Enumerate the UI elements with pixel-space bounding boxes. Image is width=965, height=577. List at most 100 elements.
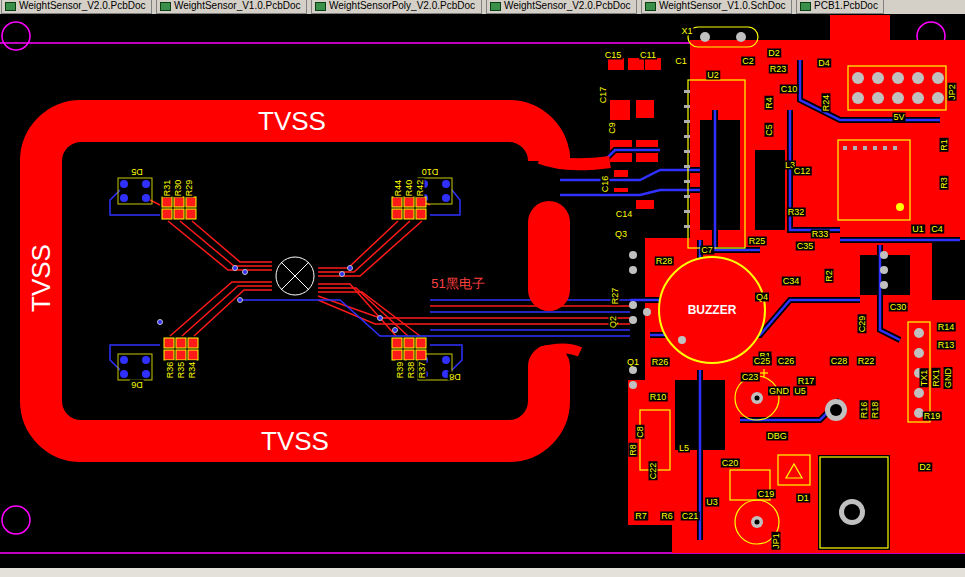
part-designator: C23 (741, 373, 760, 382)
pad (852, 92, 864, 104)
part-designator: JP2 (948, 83, 957, 101)
pad (162, 197, 172, 207)
pad (404, 197, 414, 207)
part-designator: JP1 (772, 532, 781, 550)
part-designator: Q2 (609, 315, 618, 329)
clearance (840, 237, 960, 243)
part-designator: R44 (394, 179, 403, 198)
clearance (560, 190, 700, 195)
origin-marker (281, 262, 309, 290)
pin (684, 90, 690, 93)
pad (629, 251, 637, 259)
part-designator: D2 (767, 49, 781, 58)
pin (684, 105, 690, 108)
pad (404, 338, 414, 348)
tvss-band-shape (20, 100, 610, 462)
tab-title: WeightSensor_V1.0.PcbDoc (174, 0, 301, 11)
part-designator: R14 (937, 323, 956, 332)
trace (194, 290, 272, 336)
pin (684, 195, 690, 198)
trace (168, 221, 272, 270)
pad (880, 266, 888, 274)
via (340, 272, 345, 277)
pin (684, 165, 690, 168)
hole (844, 504, 860, 520)
part-designator: C16 (601, 175, 610, 194)
pin-name: TX1 (920, 369, 929, 388)
pad (636, 100, 654, 118)
net-name: TVSS (28, 244, 54, 312)
part-designator: C1 (674, 57, 688, 66)
pad (442, 194, 450, 202)
pin (893, 146, 897, 150)
trace (430, 305, 630, 307)
ic-pins (684, 90, 904, 228)
header-outline (908, 322, 930, 422)
blue-traces (560, 60, 960, 540)
pad (416, 350, 426, 360)
pad (442, 180, 450, 188)
part-designator: C8 (636, 425, 645, 439)
pad (736, 32, 746, 42)
part-designator: D4 (817, 59, 831, 68)
pad (442, 356, 450, 364)
pin (684, 210, 690, 213)
part-designator: R17 (797, 377, 816, 386)
document-icon (800, 2, 811, 11)
part-designator: C29 (858, 315, 867, 334)
watermark: 51黑电子 (430, 277, 485, 290)
clearance (800, 60, 940, 120)
sensor-traces (150, 200, 630, 336)
part-designator: D10 (421, 167, 440, 176)
connector-outline (820, 457, 888, 548)
document-icon (645, 2, 656, 11)
part-designator: R4 (765, 96, 774, 110)
hole (755, 520, 760, 525)
pad (678, 336, 686, 344)
clearance (755, 150, 785, 230)
trace (560, 170, 700, 180)
net-label: 5V (892, 113, 905, 122)
part-designator: C25 (753, 357, 772, 366)
scroll-bar (0, 568, 965, 577)
pad (176, 338, 186, 348)
part-designator: R18 (871, 401, 880, 420)
part-designator: R19 (923, 412, 942, 421)
pin (684, 225, 690, 228)
pad (120, 180, 128, 188)
tab-title: WeightSensor_V2.0.PcbDoc (504, 0, 631, 11)
pin-name: GND (944, 367, 953, 389)
pad (142, 180, 150, 188)
ic-outline (688, 80, 745, 248)
trace (318, 221, 422, 276)
mount-hole (2, 506, 30, 534)
crystal-outline (688, 27, 758, 47)
pad (392, 197, 402, 207)
pad (174, 209, 184, 219)
via (158, 320, 163, 325)
trace (430, 329, 630, 331)
pad (643, 308, 651, 316)
hole (830, 404, 842, 416)
pad (392, 209, 402, 219)
pad (880, 251, 888, 259)
tab-title: PCB1.PcbDoc (814, 0, 878, 11)
part-designator: R35 (177, 361, 186, 380)
pin (863, 146, 867, 150)
pin-name: RX1 (932, 368, 941, 388)
buzzer-circle: BUZZER (657, 255, 767, 365)
part-designator: R31 (163, 179, 172, 198)
via (243, 270, 248, 275)
part-designator: C2 (741, 57, 755, 66)
sensor-blue-traces (110, 190, 630, 370)
part-designator: L5 (678, 444, 690, 453)
document-icon (160, 2, 171, 11)
pad (892, 72, 904, 84)
vias (158, 266, 398, 333)
part-designator: C35 (796, 242, 815, 251)
copper-band (41, 121, 549, 441)
via (378, 316, 383, 321)
tab-title: WeightSensor_V2.0.PcbDoc (19, 0, 146, 11)
trace (240, 300, 630, 336)
led-outline (118, 354, 152, 380)
